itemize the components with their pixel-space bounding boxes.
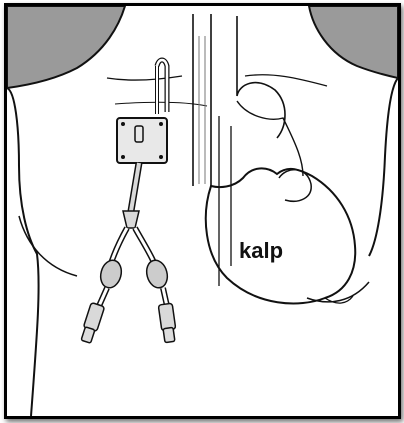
left-atrium — [279, 170, 311, 202]
pad-hole — [159, 155, 163, 159]
catheter-heart-diagram: kalp — [7, 6, 398, 416]
pad-hole — [121, 122, 125, 126]
right-torso-outline — [369, 78, 398, 256]
right-clamp — [144, 258, 171, 290]
left-cap — [81, 327, 95, 343]
left-torso-outline — [7, 88, 39, 416]
heart-label: kalp — [239, 238, 283, 263]
superior-vena-cava — [193, 14, 211, 186]
catheter-internal-line — [199, 36, 205, 184]
illustration-frame: kalp — [4, 3, 401, 419]
left-clamp — [98, 258, 125, 290]
pad-hole — [159, 122, 163, 126]
descending-aorta — [219, 116, 231, 286]
right-cap — [163, 327, 175, 342]
left-shoulder-shadow — [7, 6, 125, 88]
right-connector — [158, 303, 175, 331]
pulmonary-artery — [237, 101, 303, 176]
right-shoulder-shadow — [309, 6, 398, 78]
pad-hole — [121, 155, 125, 159]
left-clavicle — [107, 76, 182, 80]
right-clavicle — [245, 75, 327, 86]
y-hub — [123, 211, 139, 228]
heart-outline — [206, 168, 355, 303]
left-chest-curve — [19, 216, 77, 276]
